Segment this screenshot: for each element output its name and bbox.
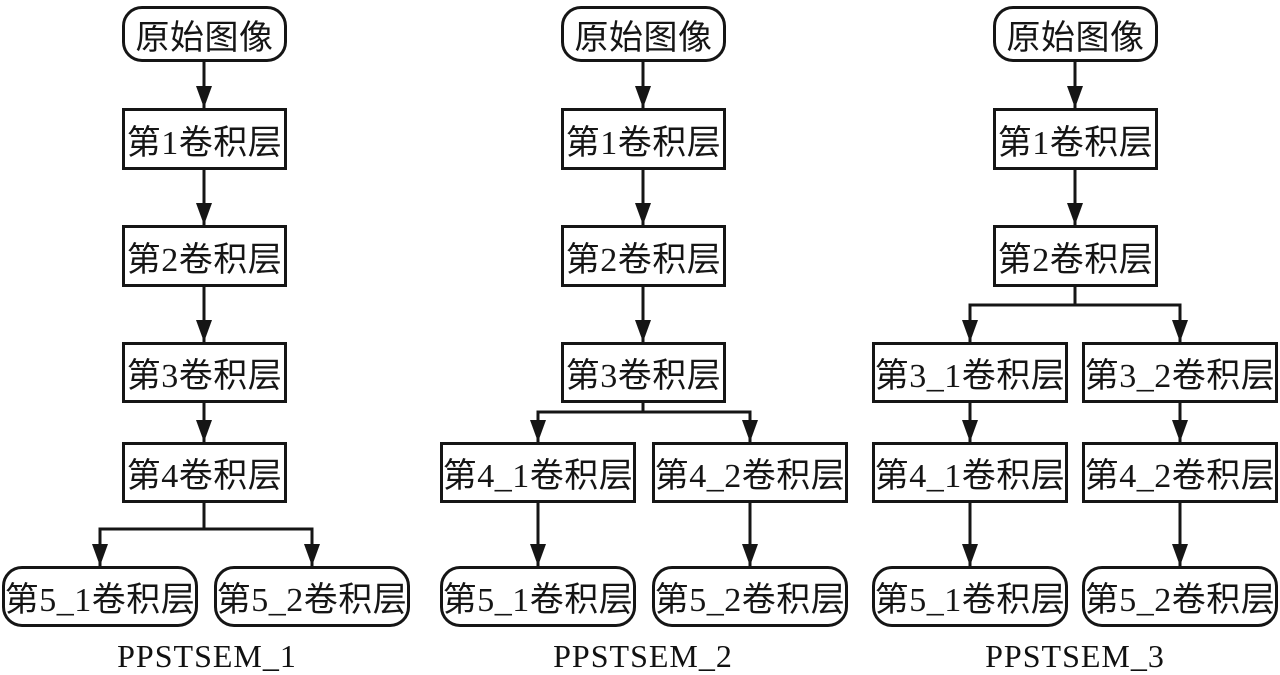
node-conv5-2-d2: 第5_2卷积层 <box>652 566 848 627</box>
diagram-caption-ppstsem-1: PPSTSEM_1 <box>117 638 297 674</box>
node-conv4-1-d2: 第4_1卷积层 <box>440 442 636 503</box>
node-conv1-d1: 第1卷积层 <box>122 108 287 170</box>
node-original-image-d3: 原始图像 <box>993 6 1158 62</box>
node-conv3-d2: 第3卷积层 <box>561 342 726 403</box>
node-conv3-2-d3: 第3_2卷积层 <box>1082 342 1278 403</box>
node-conv5-1-d3: 第5_1卷积层 <box>872 566 1068 627</box>
node-conv3-1-d3: 第3_1卷积层 <box>872 342 1068 403</box>
node-conv2-d2: 第2卷积层 <box>561 225 726 287</box>
node-conv2-d1: 第2卷积层 <box>122 225 287 287</box>
node-conv1-d2: 第1卷积层 <box>561 108 726 170</box>
node-conv4-2-d3: 第4_2卷积层 <box>1082 442 1278 503</box>
node-conv1-d3: 第1卷积层 <box>993 108 1158 170</box>
node-conv2-d3: 第2卷积层 <box>993 225 1158 287</box>
node-conv5-1-d2: 第5_1卷积层 <box>440 566 636 627</box>
node-conv5-2-d3: 第5_2卷积层 <box>1082 566 1278 627</box>
node-conv4-2-d2: 第4_2卷积层 <box>652 442 848 503</box>
diagram-caption-ppstsem-3: PPSTSEM_3 <box>985 638 1165 674</box>
node-conv4-1-d3: 第4_1卷积层 <box>872 442 1068 503</box>
node-conv3-d1: 第3卷积层 <box>122 342 287 403</box>
node-original-image-d2: 原始图像 <box>561 6 726 62</box>
node-conv5-2-d1: 第5_2卷积层 <box>214 566 410 627</box>
node-conv5-1-d1: 第5_1卷积层 <box>2 566 198 627</box>
node-conv4-d1: 第4卷积层 <box>122 442 287 503</box>
diagram-caption-ppstsem-2: PPSTSEM_2 <box>553 638 733 674</box>
node-original-image-d1: 原始图像 <box>122 6 287 62</box>
